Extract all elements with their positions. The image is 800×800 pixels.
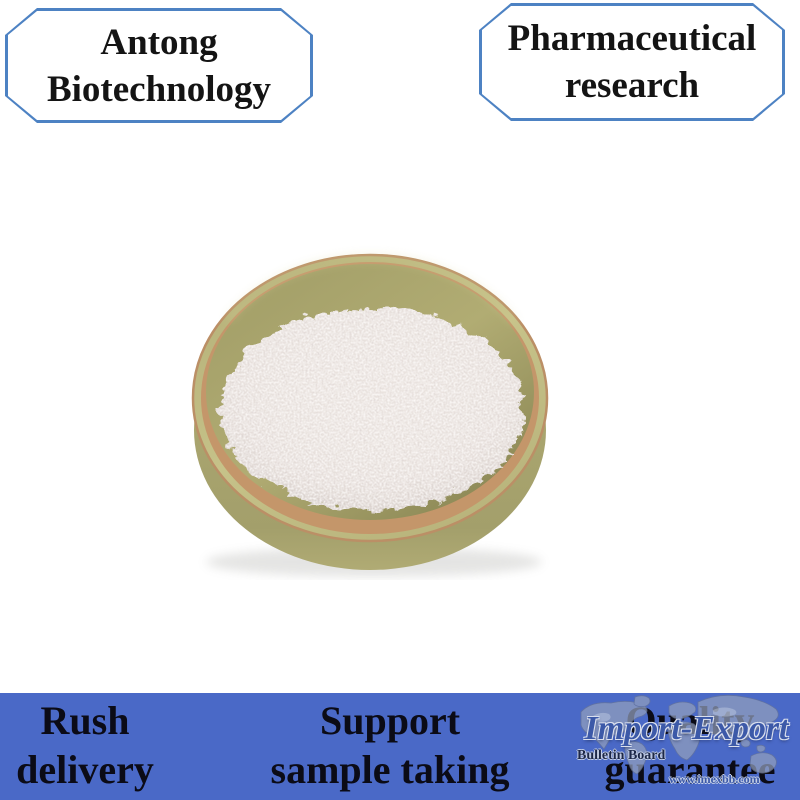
- banner-rush-line2: delivery: [16, 747, 154, 792]
- badge-company: Antong Biotechnology: [5, 8, 313, 123]
- badge-company-text: Antong Biotechnology: [5, 8, 313, 123]
- powder: [217, 304, 521, 508]
- badge-research-line2: research: [564, 65, 700, 106]
- badge-research-text: Pharmaceutical research: [479, 3, 785, 121]
- badge-company-line2: Biotechnology: [46, 68, 272, 110]
- banner-sample-line2: sample taking: [270, 747, 510, 792]
- rim-highlight: [226, 255, 517, 325]
- banner-item-quality-guarantee: Quality guarantee: [570, 696, 800, 794]
- banner-sample-line1: Support: [319, 698, 461, 743]
- product-photo: [191, 253, 549, 577]
- banner-item-sample-taking: Support sample taking: [225, 696, 555, 794]
- bottom-banner: Rush delivery Support sample taking Qual…: [0, 693, 800, 800]
- banner-rush-line1: Rush: [40, 698, 130, 743]
- badge-octagon-fill: [482, 6, 782, 118]
- badge-company-line1: Antong: [100, 21, 218, 63]
- badge-octagon-fill: [8, 11, 310, 120]
- badge-research-line1: Pharmaceutical: [507, 18, 757, 59]
- banner-quality-line2: guarantee: [604, 747, 776, 792]
- badge-research: Pharmaceutical research: [479, 3, 785, 121]
- banner-item-rush-delivery: Rush delivery: [0, 696, 170, 794]
- banner-quality-line1: Quality: [625, 698, 755, 743]
